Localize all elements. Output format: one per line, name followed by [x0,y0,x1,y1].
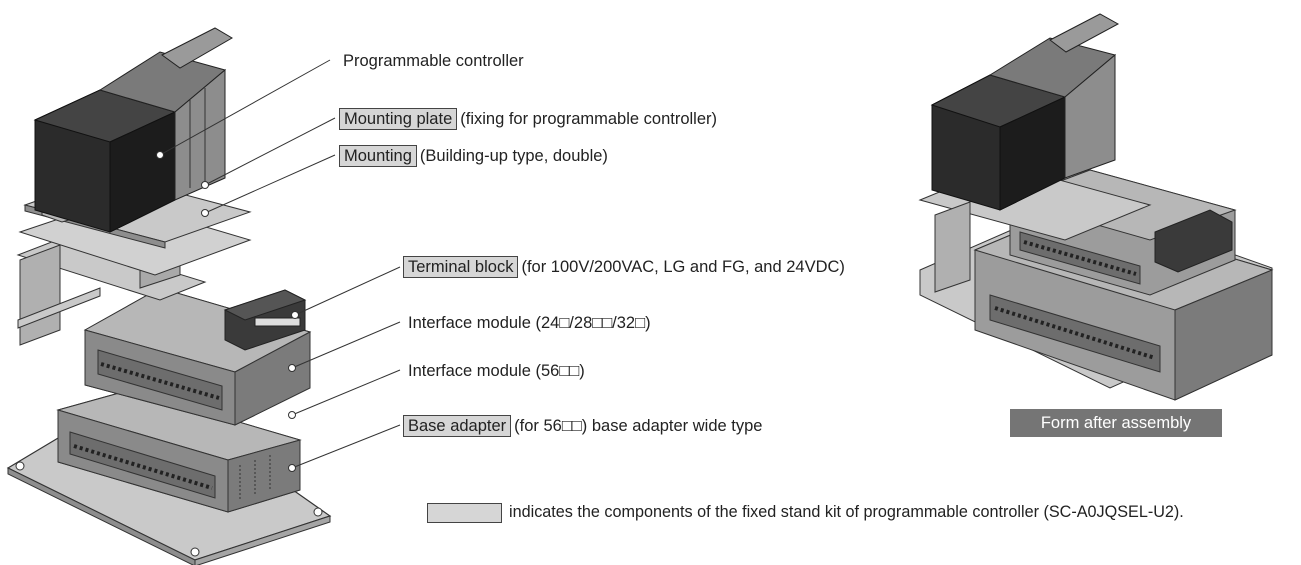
label-base-adapter: Base adapter(for 56□□) base adapter wide… [403,415,762,437]
assembled-unit [918,13,1274,401]
mounting-plate-component-tag: Mounting plate [339,108,458,130]
mounting-plate-description: (fixing for programmable controller) [460,110,718,128]
caption-form-after-assembly: Form after assembly [1010,409,1222,437]
terminal-block-component-tag: Terminal block [403,256,519,278]
base-adapter-description: (for 56□□) base adapter wide type [514,417,763,435]
mounting-description: (Building-up type, double) [419,147,608,165]
terminal-block-description: (for 100V/200VAC, LG and FG, and 24VDC) [521,258,845,276]
mounting-component-tag: Mounting [339,145,417,167]
legend-swatch [427,503,502,523]
interface-module-56-lower [56,389,302,513]
terminal-block [223,289,307,351]
label-mounting-plate: Mounting plate(fixing for programmable c… [339,108,717,130]
legend-text: indicates the components of the fixed st… [509,503,1184,521]
label-programmable-controller: Programmable controller [343,52,524,70]
programmable-controller [33,27,233,233]
base-adapter-component-tag: Base adapter [403,415,512,437]
leader-lines [156,59,401,472]
label-interface-module-24: Interface module (24□/28□□/32□) [408,314,651,332]
label-terminal-block: Terminal block(for 100V/200VAC, LG and F… [403,256,845,278]
label-interface-module-56: Interface module (56□□) [408,362,585,380]
label-mounting: Mounting(Building-up type, double) [339,145,608,167]
